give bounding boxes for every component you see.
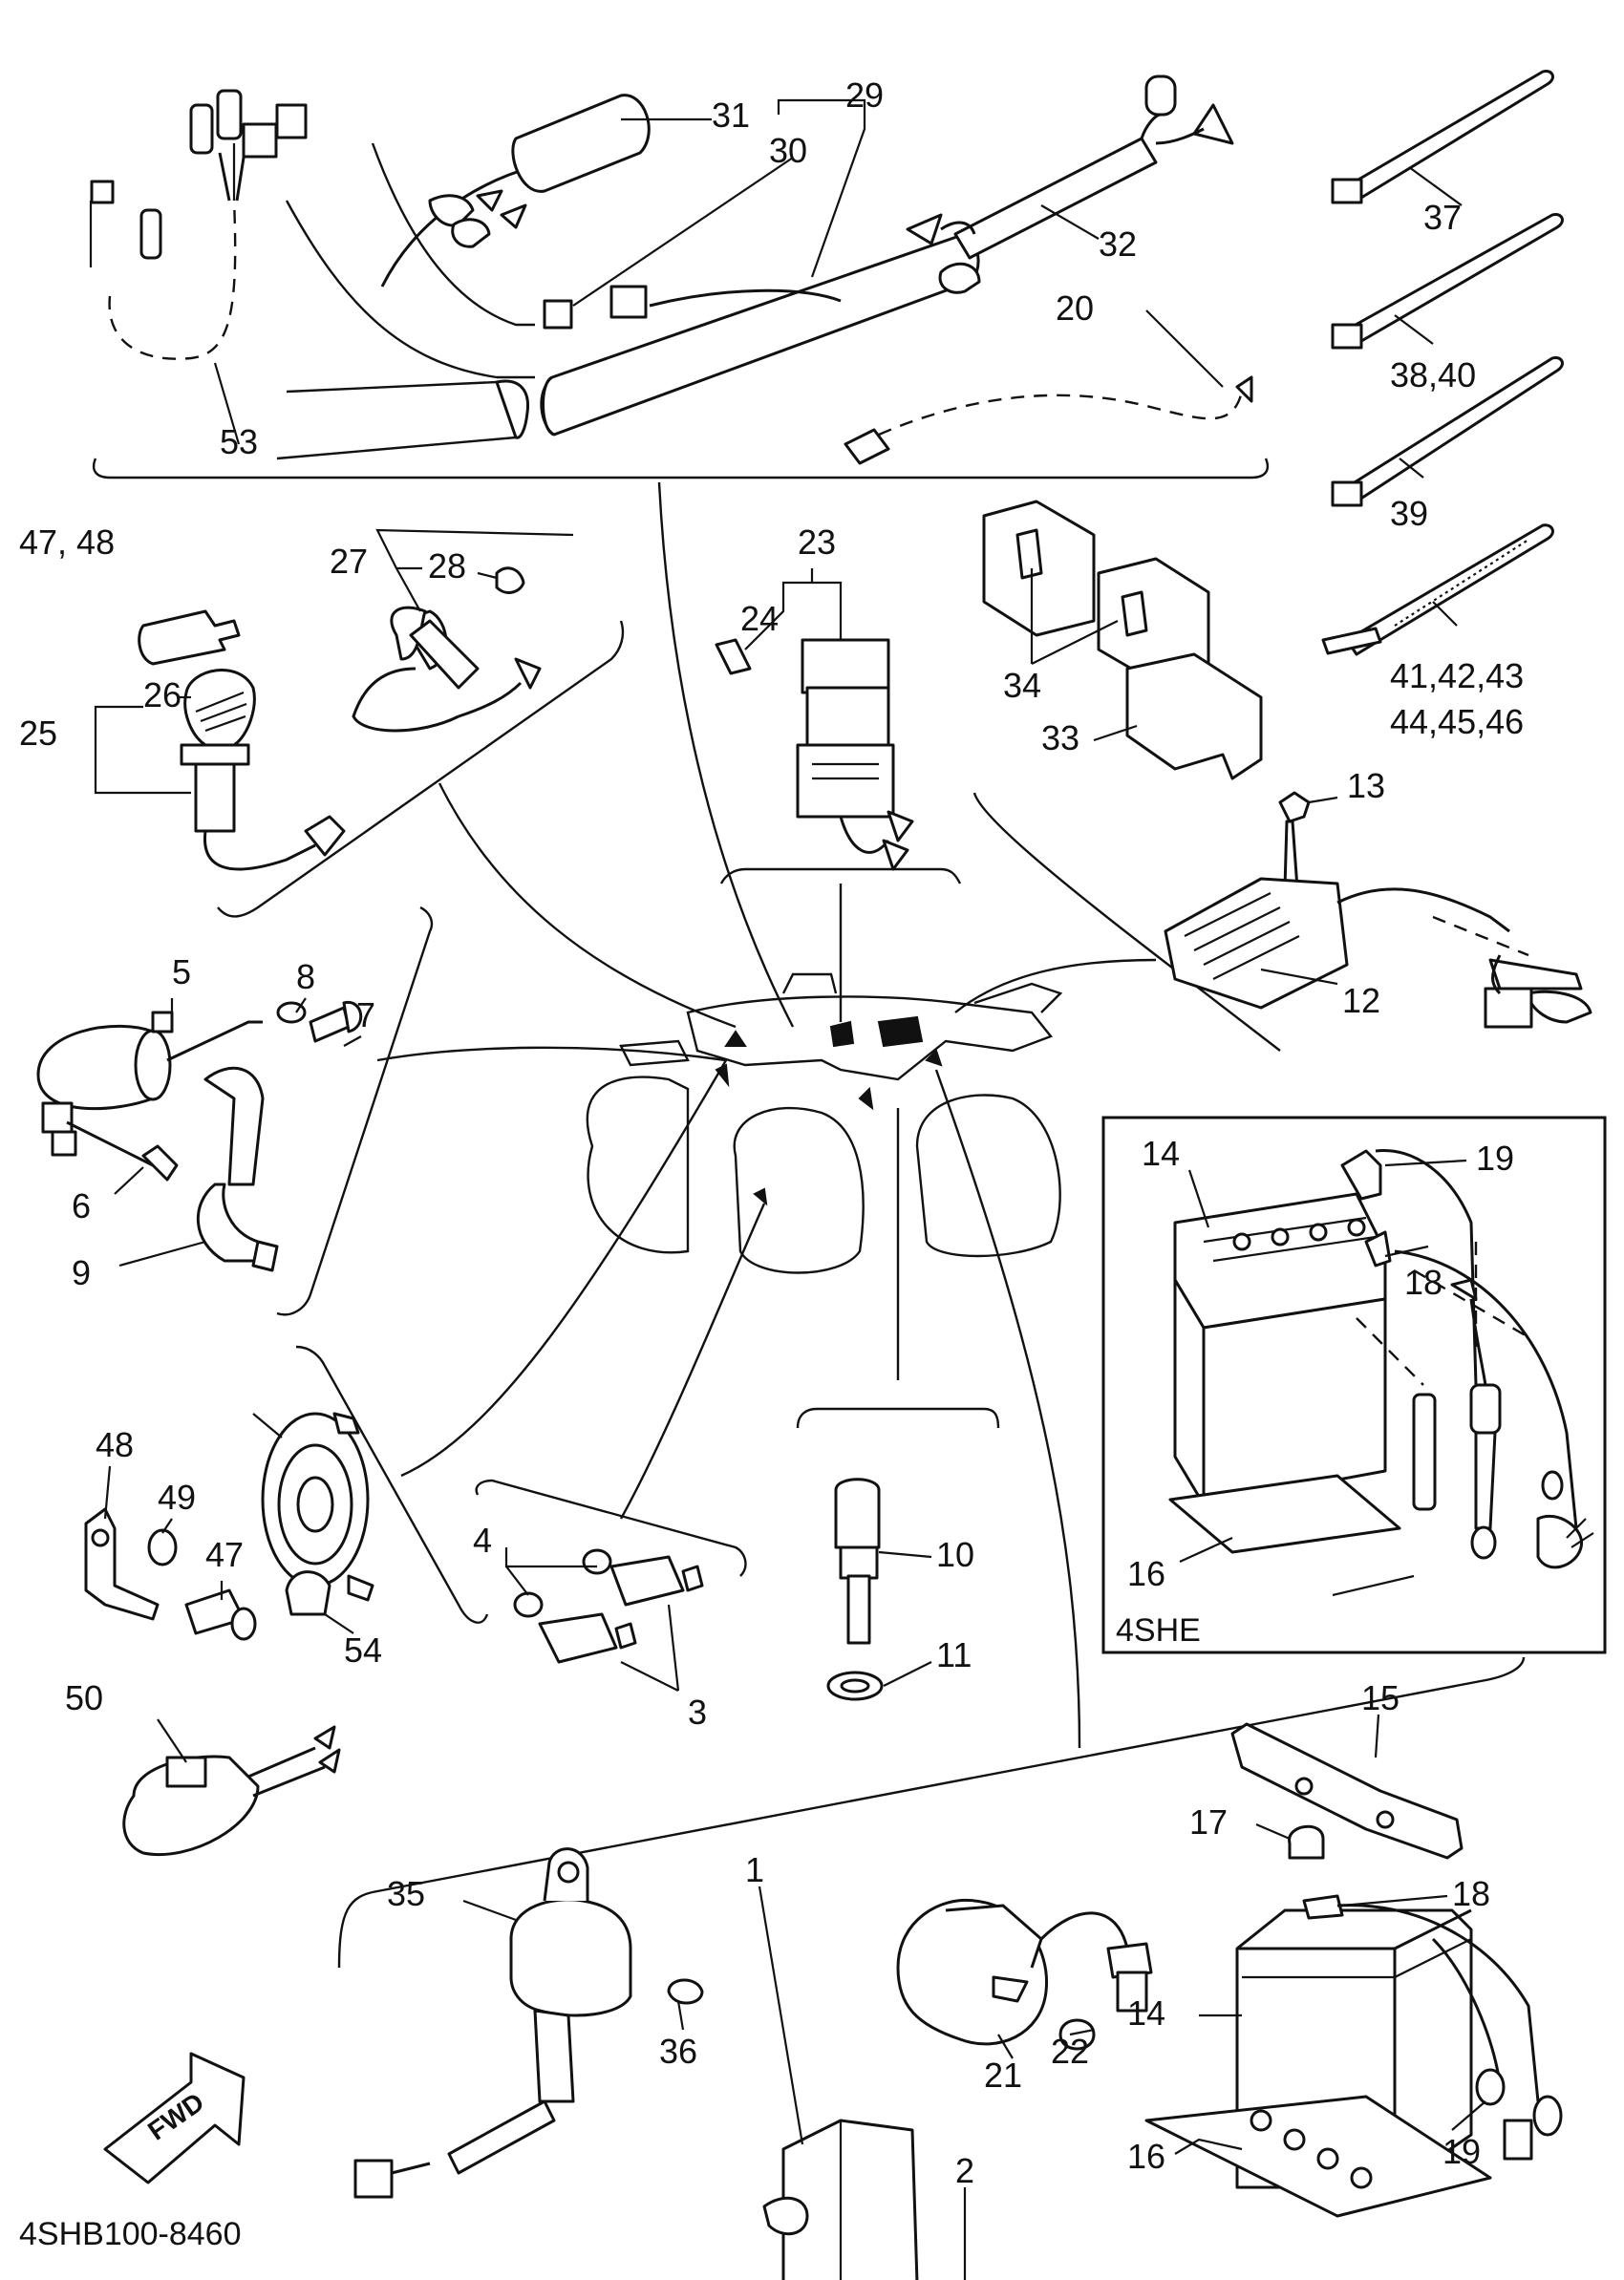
callout-18: 18 <box>1452 1874 1490 1913</box>
callout-31: 31 <box>712 96 750 135</box>
switch-and-key-group <box>138 566 625 918</box>
cable-ties <box>1321 69 1564 656</box>
callout-25: 25 <box>19 714 57 753</box>
inset-label: 4SHE <box>1116 1612 1201 1649</box>
callout-22: 22 <box>1051 2032 1089 2071</box>
callout-51: 53 <box>220 422 258 461</box>
callout-1: 1 <box>745 1850 764 1889</box>
callout-35: 35 <box>387 1874 425 1913</box>
callout-leader-lines <box>94 98 1486 2280</box>
callout-18-inset: 18 <box>1404 1263 1442 1302</box>
callout-47: 47 <box>205 1535 244 1574</box>
callout-37: 37 <box>1423 198 1462 237</box>
callout-34: 34 <box>1003 666 1041 705</box>
callout-6: 6 <box>72 1186 91 1225</box>
connector-covers <box>972 500 1281 1052</box>
callout-13: 13 <box>1347 766 1385 805</box>
diagram-code: 4SHB100-8460 <box>19 2216 242 2252</box>
ignition-coil-group <box>36 906 434 1316</box>
callout-27: 27 <box>330 542 368 581</box>
callout-29: 29 <box>845 75 884 115</box>
callout-2: 2 <box>955 2151 974 2190</box>
callout-4: 4 <box>473 1521 492 1560</box>
rectifier-regulator <box>1164 791 1592 1029</box>
sensor-group <box>796 1407 1000 1701</box>
callout-33: 33 <box>1041 718 1079 757</box>
inset-4she-battery <box>1101 1116 1607 1654</box>
horn-group <box>84 1345 489 1641</box>
callout-36: 36 <box>659 2032 697 2071</box>
callout-5: 5 <box>172 952 191 991</box>
callout-8: 8 <box>296 957 315 996</box>
callout-39: 39 <box>1390 494 1428 533</box>
callout-54: 54 <box>344 1630 382 1670</box>
callout-14-inset: 14 <box>1142 1134 1180 1173</box>
callout-24: 24 <box>740 599 779 638</box>
callout-30: 30 <box>769 131 807 170</box>
wire-harness-assembly <box>89 75 1270 479</box>
callout-47-48-key: 47, 48 <box>19 522 115 562</box>
callout-16: 16 <box>1127 2137 1165 2176</box>
fuse-assembly <box>715 638 962 884</box>
callout-48: 48 <box>96 1425 134 1464</box>
callout-19: 19 <box>1442 2132 1481 2171</box>
callout-16-inset: 16 <box>1127 1554 1165 1593</box>
callout-32: 32 <box>1099 224 1137 264</box>
callout-26: 26 <box>143 675 182 714</box>
callout-12: 12 <box>1342 981 1380 1020</box>
callout-49: 49 <box>158 1478 196 1517</box>
callout-3: 3 <box>688 1693 707 1732</box>
callout-28: 28 <box>428 546 466 586</box>
callout-11: 11 <box>936 1635 972 1674</box>
callout-21: 21 <box>984 2056 1022 2095</box>
callout-20: 20 <box>1056 288 1094 328</box>
callout-23: 23 <box>798 522 836 562</box>
handlebar-switch <box>122 1725 341 1856</box>
callout-7: 7 <box>356 995 375 1034</box>
atv-vehicle-outline <box>376 481 1157 1749</box>
bottom-components <box>103 1656 1563 2280</box>
callout-38-40: 38,40 <box>1390 355 1476 394</box>
callout-44-45-46: 44,45,46 <box>1390 702 1524 741</box>
callout-17: 17 <box>1189 1802 1228 1842</box>
callout-50: 50 <box>65 1678 103 1717</box>
callout-14: 14 <box>1127 1993 1165 2033</box>
callout-labels: 31 29 30 32 37 38,40 39 41,42,43 44,45,4… <box>19 75 1524 2252</box>
callout-41-42-43: 41,42,43 <box>1390 656 1524 695</box>
callout-10: 10 <box>936 1535 974 1574</box>
callout-19-inset: 19 <box>1476 1139 1514 1178</box>
callout-15: 15 <box>1361 1678 1400 1717</box>
callout-9: 9 <box>72 1253 91 1292</box>
switch-group <box>475 1479 747 1664</box>
